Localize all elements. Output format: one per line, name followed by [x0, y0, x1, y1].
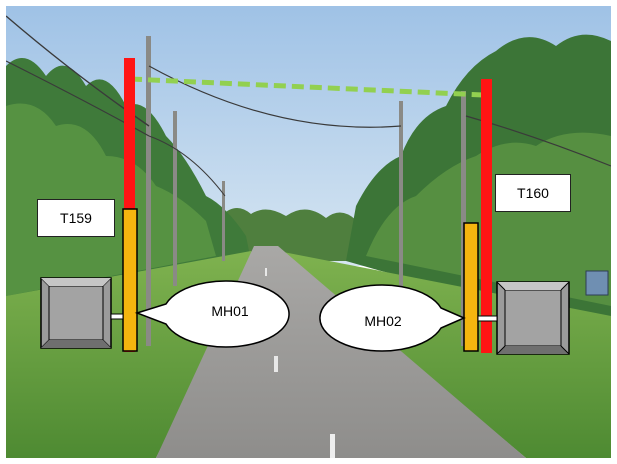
- callout-bubble-right: [319, 284, 466, 352]
- utility-pole: [173, 111, 177, 286]
- tower-label-t159: T159: [37, 199, 115, 237]
- tower-right-orange-bar: [463, 222, 479, 352]
- utility-pole: [461, 91, 466, 346]
- tower-label-t160-text: T160: [517, 185, 549, 201]
- annotation-overlay: [40, 58, 570, 355]
- photo-background: [6, 6, 611, 458]
- link-line: [129, 76, 485, 98]
- manhole-label-mh02: MH02: [333, 306, 433, 336]
- tower-right-red-bar: [481, 79, 492, 353]
- tower-label-t160: T160: [495, 174, 571, 212]
- callout-bubble-left: [134, 280, 290, 348]
- roadside-scene: [6, 6, 611, 458]
- connector-right: [477, 315, 498, 322]
- power-line: [148, 65, 402, 128]
- utility-pole: [146, 36, 151, 346]
- manhole-label-mh01-text: MH01: [211, 303, 249, 319]
- road-marking: [330, 434, 335, 458]
- utility-pole: [399, 101, 403, 286]
- tower-label-t159-text: T159: [60, 210, 92, 226]
- manhole-box-left: [40, 277, 112, 349]
- tower-left-orange-bar: [122, 208, 138, 352]
- road-marking: [265, 268, 267, 276]
- road-marking: [274, 356, 278, 372]
- connector-left: [110, 313, 124, 320]
- tower-left-red-bar: [124, 58, 135, 352]
- roadside-sign: [585, 270, 609, 296]
- manhole-box-right: [496, 281, 570, 355]
- utility-pole: [222, 181, 225, 261]
- manhole-label-mh02-text: MH02: [364, 313, 402, 329]
- manhole-label-mh01: MH01: [180, 296, 280, 326]
- power-line: [148, 135, 226, 197]
